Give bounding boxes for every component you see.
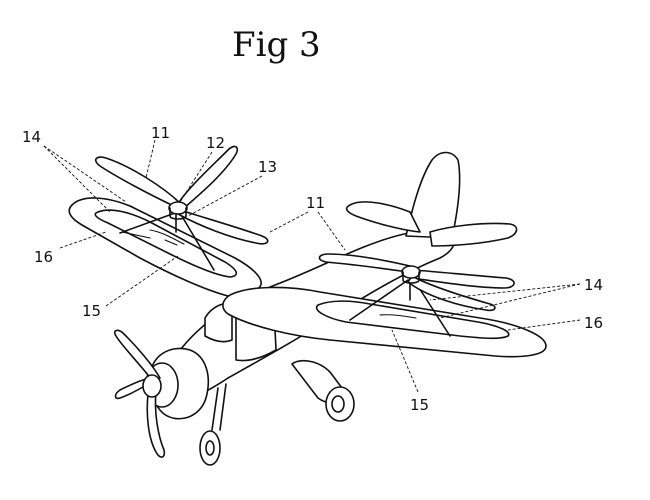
- right-rotor-blade-left: [318, 253, 411, 273]
- label-12: 12: [206, 134, 225, 152]
- left-stabilizer: [345, 201, 421, 233]
- cockpit-window-front: [204, 302, 233, 343]
- left-rotor: [94, 145, 269, 245]
- landing-gear: [199, 359, 355, 466]
- label-15-left: 15: [82, 302, 101, 320]
- label-14-left: 14: [22, 128, 41, 146]
- left-rotor-hub: [168, 201, 188, 215]
- label-15-right: 15: [410, 396, 429, 414]
- leader-lines: [43, 139, 581, 393]
- prop-blade-bottom: [146, 391, 166, 458]
- label-11-center: 11: [306, 194, 325, 212]
- right-rotor-blade-down: [407, 275, 496, 312]
- label-16-left: 16: [34, 248, 53, 266]
- prop-blade-top: [113, 329, 161, 381]
- label-11-left: 11: [151, 124, 170, 142]
- left-rotor-struts: [119, 212, 215, 271]
- left-rotor-blade-front: [177, 209, 269, 245]
- right-wing-slot: [315, 300, 510, 340]
- right-rotor: [318, 253, 515, 312]
- label-13: 13: [258, 158, 277, 176]
- figure-title: Fig 3: [232, 25, 321, 65]
- left-rotor-blade-rear: [94, 156, 181, 208]
- prop-spinner: [142, 374, 162, 398]
- right-wing: [222, 286, 547, 358]
- label-16-right: 16: [584, 314, 603, 332]
- label-14-right: 14: [584, 276, 603, 294]
- prop-blade-left: [114, 377, 151, 400]
- left-wing: [68, 197, 262, 297]
- right-rotor-blade-right: [411, 269, 515, 289]
- right-rotor-hub: [401, 265, 421, 279]
- nose-propeller: [113, 329, 166, 458]
- left-wing-slot: [94, 209, 238, 278]
- left-rotor-blade-up: [177, 145, 239, 209]
- tail-fin: [405, 151, 461, 239]
- right-stabilizer: [429, 222, 518, 247]
